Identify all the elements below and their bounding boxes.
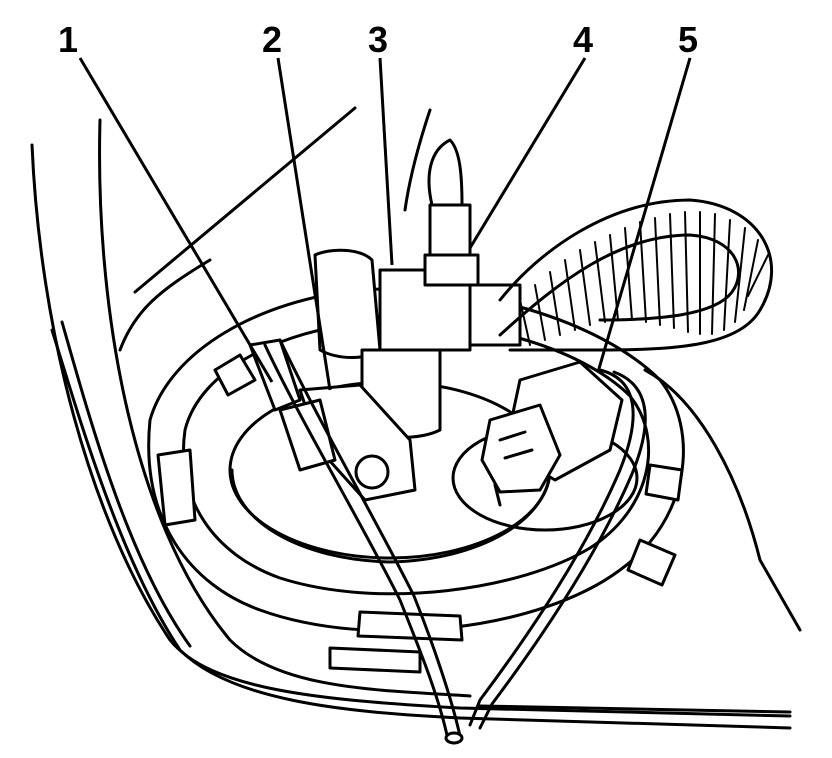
callout-5: 5	[678, 19, 698, 60]
callout-1: 1	[58, 19, 78, 60]
wire-harness-left	[263, 338, 464, 745]
fuel-pipe-assembly	[313, 138, 522, 439]
leader-1	[78, 57, 274, 383]
leader-2	[276, 57, 332, 391]
callout-3: 3	[368, 19, 388, 60]
callout-labels: 1 2 3 4 5	[58, 19, 698, 60]
leader-5	[596, 57, 692, 373]
wire-harness-right	[468, 368, 647, 730]
callout-4: 4	[573, 19, 593, 60]
callout-2: 2	[262, 19, 282, 60]
leader-4	[468, 57, 587, 249]
electrical-connector-right	[480, 360, 624, 507]
corrugated-wiring-conduit	[498, 198, 773, 352]
fuel-tank-outline	[30, 106, 802, 730]
leader-lines	[78, 57, 692, 391]
leader-3	[378, 57, 394, 266]
